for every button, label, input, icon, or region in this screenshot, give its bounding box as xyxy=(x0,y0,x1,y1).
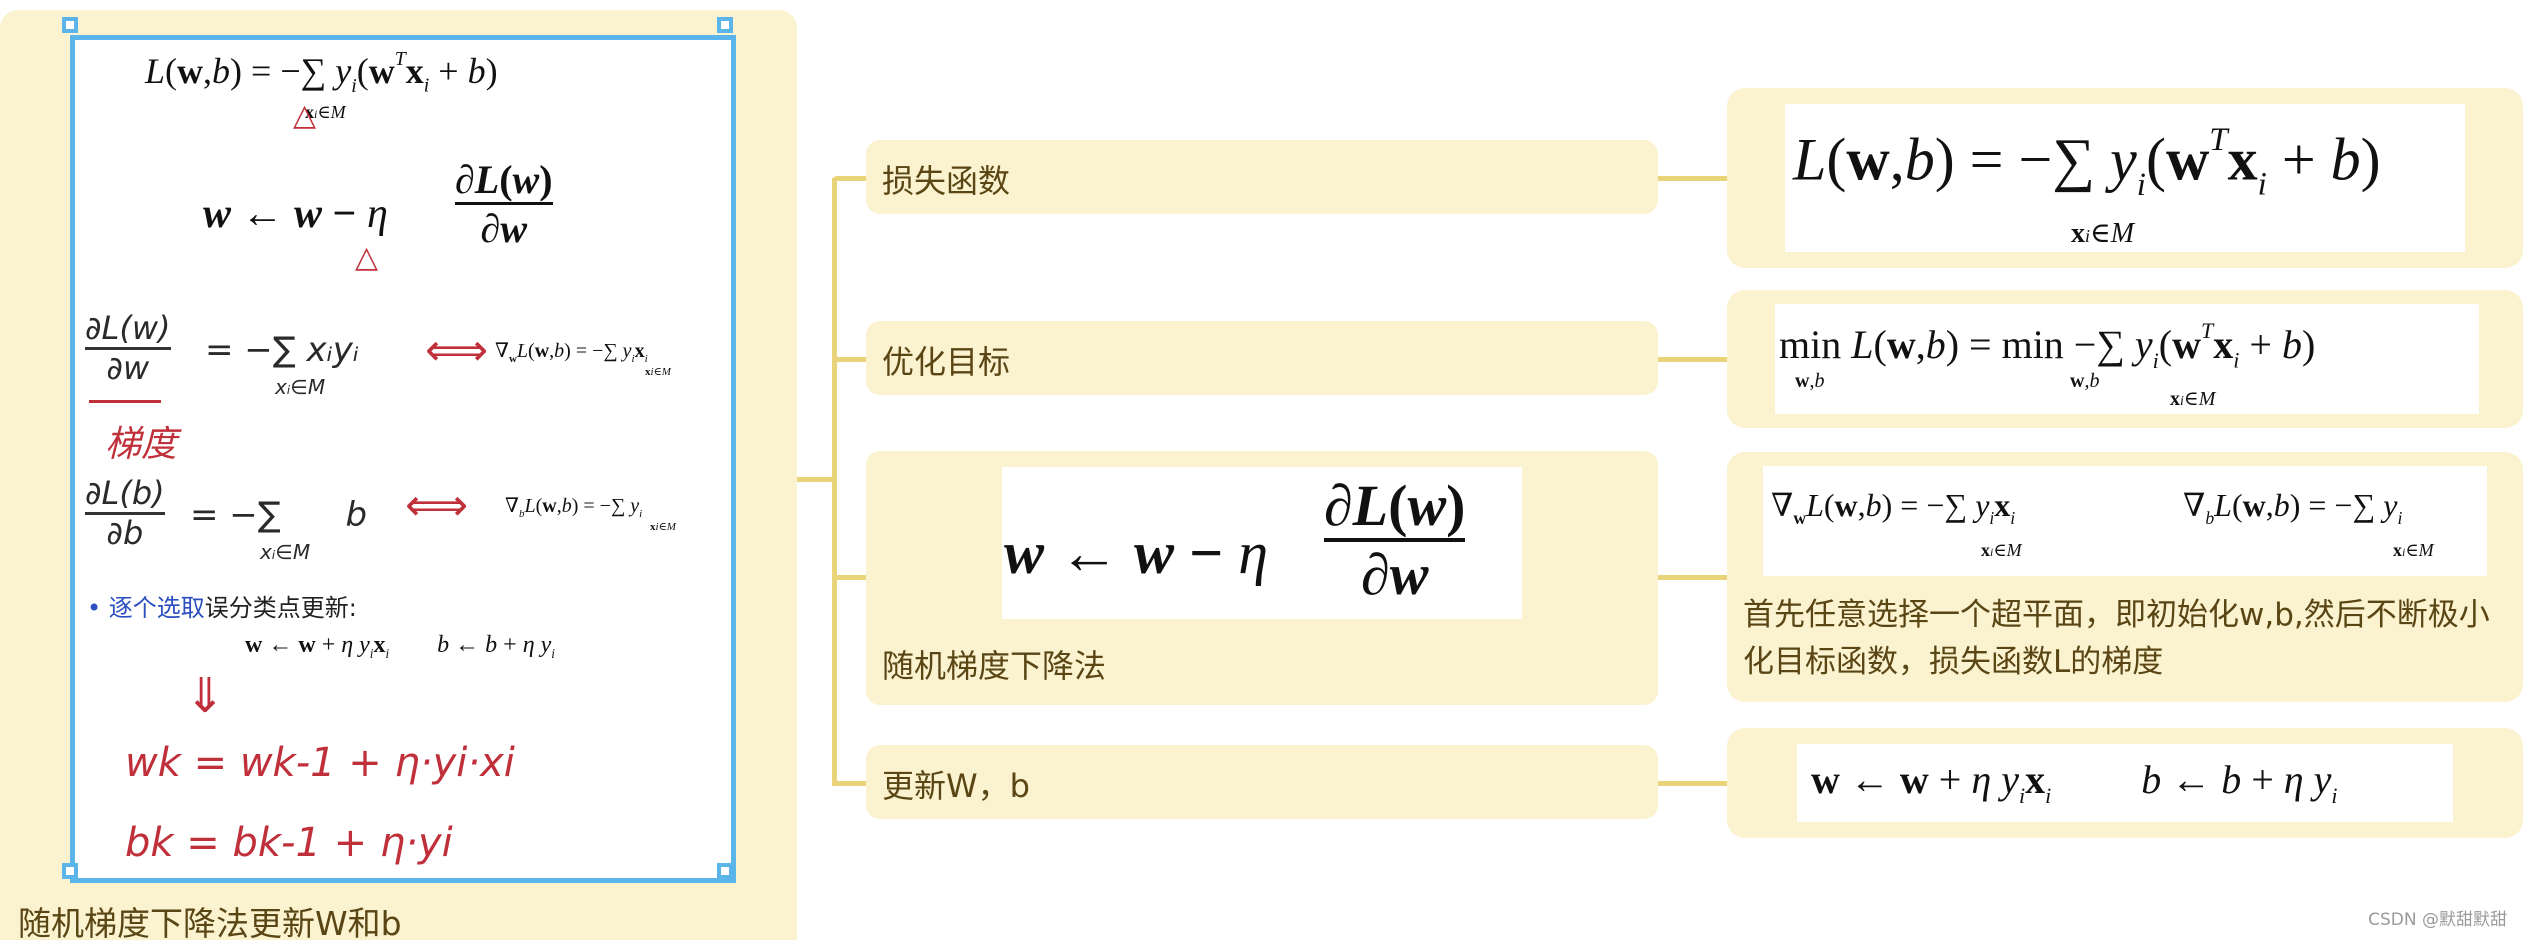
gradient-box: ∇wL(w,b) = −∑ yixi xi∈M ∇bL(w,b) = −∑ yi… xyxy=(1727,452,2523,702)
resize-handle-br[interactable] xyxy=(717,863,733,879)
grad-b-handwritten: ∂L(b) ∂b xyxy=(85,474,165,552)
grad-w-sum-handwritten: = −∑ xᵢyᵢ xyxy=(205,330,359,370)
loss-sum-index: xi∈M xyxy=(2071,218,2135,249)
grad-b-formula-large: ∇bL(w,b) = −∑ yi xyxy=(2183,487,2403,528)
loss-formula-image: L(w,b) = −∑ yi(wTxi + b) xi∈M xyxy=(1785,104,2465,252)
connector xyxy=(1658,781,1728,786)
sum-index-handwritten: xᵢ∈M xyxy=(275,375,326,399)
bullet-blue-text: 逐个选取 xyxy=(108,594,205,622)
update-formula-image: w ← w + η yixi b ← b + η yi xyxy=(1797,744,2453,822)
node-loss-label: 损失函数 xyxy=(882,162,1011,200)
selected-image[interactable]: L(w,b) = −∑ yi(wTxi + b) xi∈M △ w ← w − … xyxy=(70,35,736,883)
connector xyxy=(1658,575,1728,580)
sgd-formula-fraction: ∂L(w) ∂w xyxy=(1324,473,1466,607)
update-formula: w ← w + η yixi b ← b + η yi xyxy=(1811,757,2338,808)
objective-sum-index: xi∈M xyxy=(2170,388,2216,410)
min-index: w,b xyxy=(1795,370,1825,392)
wk-update-handwritten: wk = wk-1 + η·yi·xi xyxy=(125,740,515,786)
loss-formula-small: L(w,b) = −∑ yi(wTxi + b) xyxy=(145,48,498,97)
update-formula-small: w ← w + η yixi b ← b + η yi xyxy=(245,632,555,661)
sum-index-handwritten: xᵢ∈M xyxy=(260,540,311,564)
watermark: CSDN @默甜默甜 xyxy=(2368,910,2507,930)
grad-w-handwritten: ∂L(w) ∂w xyxy=(85,309,171,387)
grad-b-formula: ∇bL(w,b) = −∑ yi xyxy=(505,495,643,520)
sum-index-tiny: xi∈M xyxy=(650,521,676,533)
connector xyxy=(832,575,868,580)
update-formula-box: w ← w + η yixi b ← b + η yi xyxy=(1727,728,2523,838)
grad-b-sum-handwritten: = −∑ b xyxy=(190,495,368,535)
node-sgd-label: 随机梯度下降法 xyxy=(882,647,1107,685)
connector xyxy=(832,178,837,784)
node-loss[interactable]: 损失函数 xyxy=(866,140,1658,214)
loss-formula: L(w,b) = −∑ yi(wTxi + b) xyxy=(1793,122,2381,203)
loss-formula-box: L(w,b) = −∑ yi(wTxi + b) xi∈M xyxy=(1727,88,2523,268)
connector xyxy=(1658,176,1728,181)
sgd-formula-main: w ← w − η xyxy=(1004,520,1269,586)
min-index: w,b xyxy=(2070,370,2100,392)
node-update[interactable]: 更新W，b xyxy=(866,745,1658,819)
grad-w-sum-index: xi∈M xyxy=(1981,540,2022,560)
equivalence-icon: ⟺ xyxy=(405,480,469,531)
gd-fraction-small: ∂L(w) ∂w xyxy=(455,157,553,251)
resize-handle-tl[interactable] xyxy=(62,17,78,33)
sum-index-tiny: xi∈M xyxy=(645,366,671,378)
left-panel: L(w,b) = −∑ yi(wTxi + b) xi∈M △ w ← w − … xyxy=(0,10,797,943)
node-update-label: 更新W，b xyxy=(882,767,1030,805)
grad-w-formula: ∇wL(w,b) = −∑ yixi xyxy=(495,340,648,365)
grad-label-handwritten: 梯度 xyxy=(105,424,178,465)
bullet-line: • 逐个选取误分类点更新: xyxy=(87,594,357,622)
gd-formula-small: w ← w − η xyxy=(203,191,388,237)
objective-formula-image: min L(w,b) = min −∑ yi(wTxi + b) w,b w,b… xyxy=(1775,304,2479,414)
node-sgd[interactable]: w ← w − η ∂L(w) ∂w 随机梯度下降法 xyxy=(866,451,1658,705)
connector xyxy=(832,781,868,786)
equivalence-icon: ⟺ xyxy=(425,325,489,376)
objective-formula-box: min L(w,b) = min −∑ yi(wTxi + b) w,b w,b… xyxy=(1727,290,2523,428)
connector xyxy=(832,357,868,362)
connector xyxy=(797,477,837,482)
connector xyxy=(832,176,868,181)
node-objective-label: 优化目标 xyxy=(882,343,1011,381)
resize-handle-bl[interactable] xyxy=(62,863,78,879)
bullet-rest-text: 误分类点更新: xyxy=(204,594,357,622)
grad-b-sum-index: xi∈M xyxy=(2393,540,2434,560)
triangle-mark-icon: △ xyxy=(293,98,317,133)
bk-update-handwritten: bk = bk-1 + η·yi xyxy=(125,820,453,866)
arrow-down-icon: ⇓ xyxy=(185,668,226,724)
grad-w-formula-large: ∇wL(w,b) = −∑ yixi xyxy=(1771,487,2016,528)
left-caption: 随机梯度下降法更新W和b xyxy=(18,904,402,943)
gradient-formula-image: ∇wL(w,b) = −∑ yixi xi∈M ∇bL(w,b) = −∑ yi… xyxy=(1763,466,2487,576)
sgd-formula-image: w ← w − η ∂L(w) ∂w xyxy=(1002,467,1522,619)
node-objective[interactable]: 优化目标 xyxy=(866,321,1658,395)
connector xyxy=(1658,357,1728,362)
sgd-description: 首先任意选择一个超平面，即初始化w,b,然后不断极小化目标函数，损失函数L的梯度 xyxy=(1743,597,2490,680)
resize-handle-tr[interactable] xyxy=(717,17,733,33)
grad-underline xyxy=(89,400,161,403)
sum-index-small: xi∈M xyxy=(305,102,346,122)
triangle-mark-icon: △ xyxy=(355,240,379,275)
objective-formula: min L(w,b) = min −∑ yi(wTxi + b) xyxy=(1779,318,2316,373)
